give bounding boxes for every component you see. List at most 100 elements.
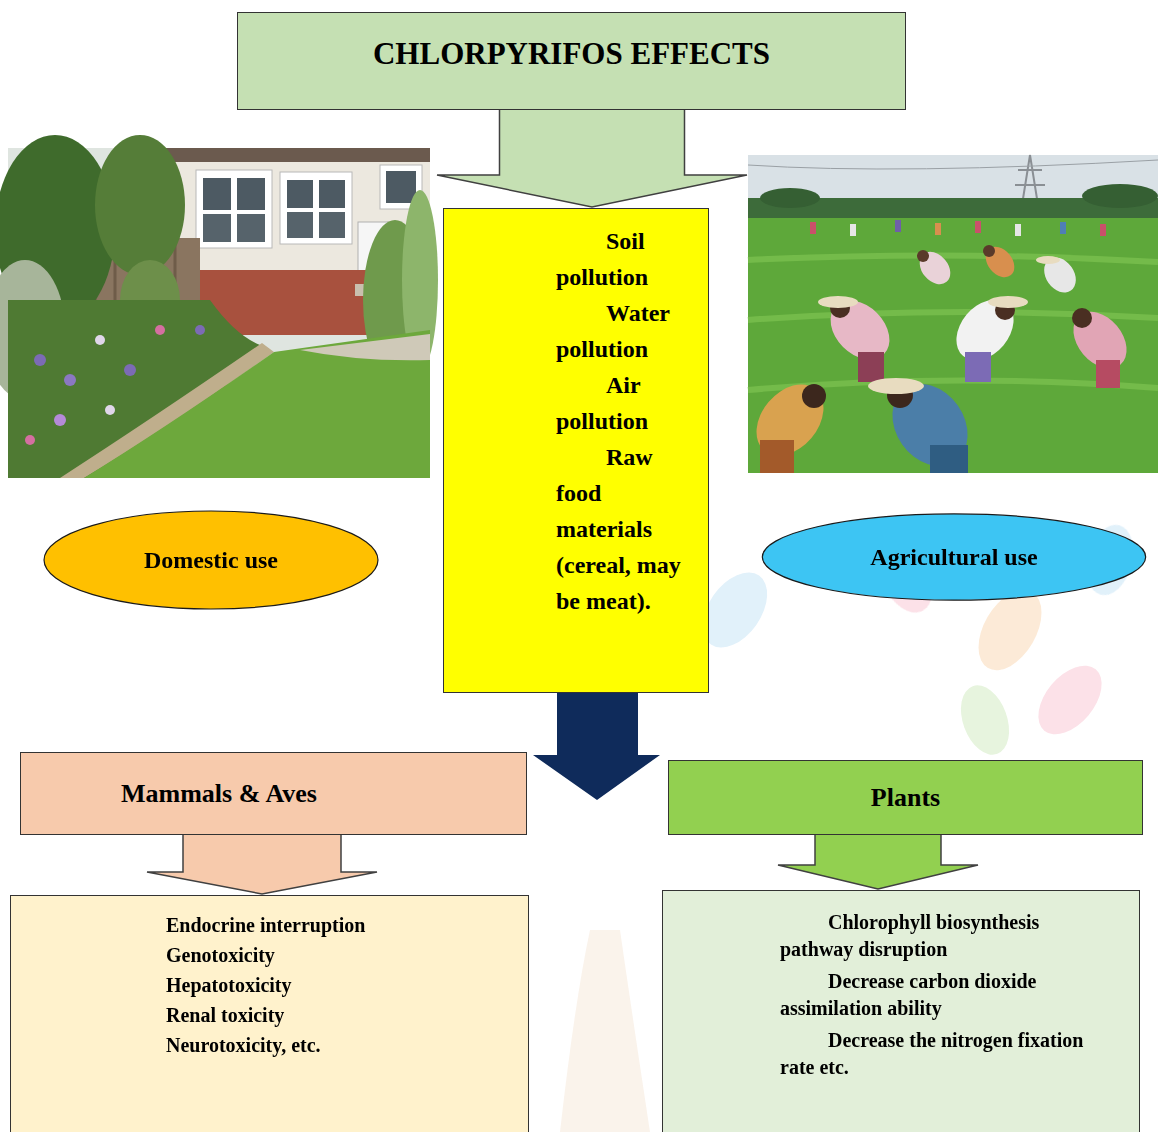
oval-shape	[762, 514, 1145, 600]
text-column: Soil pollutionWater pollutionAir polluti…	[556, 223, 686, 619]
illustration-part	[1096, 360, 1120, 388]
illustration-part	[319, 212, 345, 238]
illustration-part	[155, 325, 165, 335]
illustration-part	[95, 135, 185, 275]
rice-field-photo	[743, 155, 1158, 481]
node-text: Renal toxicity	[166, 1000, 506, 1030]
illustration-part	[1063, 301, 1138, 388]
text-column: Mammals & Aves	[121, 778, 317, 810]
illustration-part	[858, 352, 884, 382]
illustration-part	[1060, 222, 1066, 234]
illustration-part	[945, 289, 1028, 382]
illustration-part	[280, 172, 352, 244]
illustration-part	[300, 334, 430, 360]
illustration-part	[319, 180, 345, 208]
illustration-part	[64, 374, 76, 386]
illustration-part	[913, 241, 1082, 298]
illustration-part	[195, 325, 205, 335]
illustration-part	[84, 330, 430, 478]
illustration-part	[287, 180, 313, 208]
illustration-part	[1082, 184, 1158, 208]
node-text: Water pollution	[556, 295, 686, 367]
node-text: Soil pollution	[556, 223, 686, 295]
text-column: CHLORPYRIFOS EFFECTS	[373, 35, 770, 73]
node-text: Agricultural use	[870, 542, 1037, 572]
illustration-part	[760, 188, 820, 208]
group-box: Mammals & Aves	[20, 752, 527, 835]
illustration-part	[25, 435, 35, 445]
illustration-part	[160, 148, 430, 162]
illustration-part	[810, 222, 816, 234]
illustration-part	[54, 414, 66, 426]
node-text: CHLORPYRIFOS EFFECTS	[373, 35, 770, 73]
illustration-part	[196, 170, 272, 248]
illustration-part	[1026, 654, 1114, 746]
illustration-part	[913, 246, 956, 290]
illustration-part	[287, 212, 313, 238]
illustration-part	[237, 214, 265, 242]
illustration-part	[810, 220, 1106, 236]
illustration-part	[743, 371, 837, 473]
illustration-part	[748, 255, 1158, 390]
illustration-part	[105, 405, 115, 415]
illustration-part	[917, 250, 929, 262]
illustration-part	[1100, 224, 1106, 236]
illustration-part	[818, 296, 858, 308]
illustration-part	[203, 178, 231, 210]
illustration-part	[124, 364, 136, 376]
node-text: Air pollution	[556, 367, 686, 439]
text-column: Chlorophyll biosynthesis pathway disrupt…	[780, 909, 1106, 1081]
illustration-part	[930, 445, 968, 473]
illustration-part	[1072, 308, 1092, 328]
node-text: Plants	[871, 782, 940, 814]
block-arrow-connector	[778, 834, 978, 889]
oval-shape	[44, 511, 378, 609]
node-text: Decrease the nitrogen fixation rate etc.	[780, 1027, 1106, 1081]
illustration-part	[748, 160, 1158, 169]
illustration-part	[980, 241, 1020, 282]
text-column: Agricultural use	[870, 542, 1037, 572]
garden-photo	[0, 135, 438, 478]
illustration-part	[95, 335, 105, 345]
node-text: Decrease carbon dioxide assimilation abi…	[780, 968, 1106, 1022]
node-text: Raw food materials (cereal, may be meat)…	[556, 439, 686, 619]
illustration-part	[34, 354, 46, 366]
illustration-part	[386, 171, 416, 203]
effects-box: Endocrine interruptionGenotoxicityHepato…	[10, 895, 529, 1132]
node-text: Chlorophyll biosynthesis pathway disrupt…	[780, 909, 1106, 963]
illustration-part	[1015, 155, 1045, 205]
illustration-part	[868, 369, 983, 480]
node-text: Domestic use	[144, 545, 278, 575]
illustration-part	[237, 178, 265, 210]
text-column: Endocrine interruptionGenotoxicityHepato…	[166, 910, 506, 1060]
illustration-part	[868, 378, 924, 394]
illustration-part	[895, 220, 901, 232]
node-text: Neurotoxicity, etc.	[166, 1030, 506, 1060]
block-arrow-connector	[437, 109, 747, 207]
illustration-part	[818, 289, 901, 382]
node-text: Mammals & Aves	[121, 778, 317, 810]
illustration-part	[1036, 256, 1060, 264]
illustration-part	[983, 245, 995, 257]
effects-box: Chlorophyll biosynthesis pathway disrupt…	[662, 890, 1140, 1132]
illustration-part	[965, 352, 991, 382]
pollution-box: Soil pollutionWater pollutionAir polluti…	[443, 208, 709, 693]
illustration-part	[988, 296, 1028, 308]
illustration-part	[952, 679, 1018, 762]
illustration-part	[802, 384, 826, 408]
illustration-part	[560, 930, 650, 1132]
down-arrow	[533, 693, 660, 800]
node-text: Hepatotoxicity	[166, 970, 506, 1000]
text-column: Plants	[871, 782, 940, 814]
group-box: Plants	[668, 760, 1143, 835]
illustration-part	[850, 224, 856, 236]
text-column: Domestic use	[144, 545, 278, 575]
illustration-part	[975, 221, 981, 233]
block-arrow-connector	[147, 834, 377, 894]
illustration-part	[935, 223, 941, 235]
illustration-part	[1015, 224, 1021, 236]
illustration-part	[760, 440, 794, 473]
node-text: Genotoxicity	[166, 940, 506, 970]
